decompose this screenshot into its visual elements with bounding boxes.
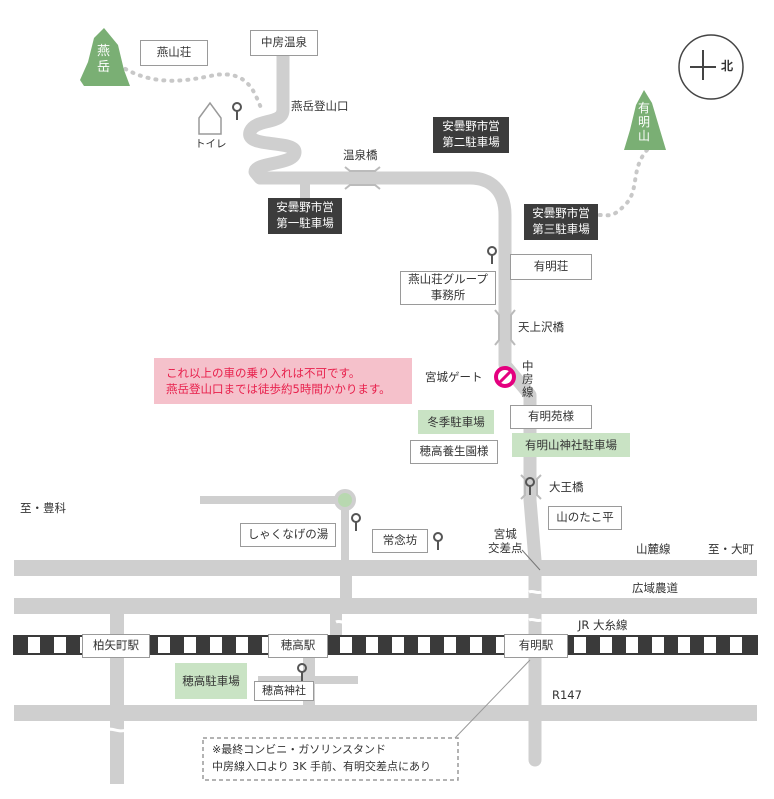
tozanguchi-label: 燕岳登山口 — [291, 99, 349, 113]
north-arrow-icon — [678, 34, 744, 100]
tsubakurodake-mountain-icon — [80, 28, 130, 86]
pin-icon — [433, 532, 443, 550]
hotaka-yoseien-box: 穂高養生園様 — [410, 440, 498, 464]
tsubakurodake-label: 燕 岳 — [97, 44, 111, 76]
hotaka-shrine-box: 穂高神社 — [254, 681, 314, 701]
tsubakurodake-trail — [110, 58, 264, 112]
winter-parking-box: 冬季駐車場 — [418, 410, 494, 434]
to-toyoshina-label: 至・豊科 — [20, 501, 66, 515]
daio-bridge-marker — [520, 474, 542, 500]
note-pointer-line — [454, 659, 531, 739]
crossing-pointer — [521, 549, 541, 571]
onsen-bashi-label: 温泉橋 — [343, 148, 378, 162]
enzanso-office-box: 燕山荘グループ 事務所 — [400, 271, 496, 305]
road-connector — [258, 676, 358, 684]
ariakeso-box: 有明荘 — [510, 254, 592, 280]
onsen-bridge-marker — [344, 166, 381, 190]
jr-oito-line-label: JR 大糸線 — [578, 618, 628, 632]
pin-icon — [525, 477, 535, 495]
daio-bashi-label: 大王橋 — [549, 480, 584, 494]
ariakeyama-trail — [596, 148, 649, 218]
shakunage-no-yu-box: しゃくなげの湯 — [240, 523, 336, 547]
hakuyacho-station-box: 柏矢町駅 — [82, 634, 150, 658]
toilet-icon — [198, 101, 222, 135]
road-connector — [340, 576, 352, 598]
no-entry-notice: これ以上の車の乗り入れは不可です。 燕岳登山口までは徒歩約5時間かかります。 — [154, 358, 412, 404]
last-store-note-box — [202, 737, 459, 781]
pin-icon — [351, 513, 361, 531]
koiki-nodo-label: 広域農道 — [632, 581, 678, 595]
parking-2-box: 安曇野市営 第二駐車場 — [433, 117, 509, 153]
miyashiro-gate-label: 宮城ゲート — [425, 370, 483, 384]
last-store-note: ※最終コンビニ・ガソリンスタンド 中房線入口より 3K 手前、有明交差点にあり — [212, 743, 431, 773]
no-entry-gate-icon — [494, 366, 516, 388]
miyashiro-crossing-label: 宮城 交差点 — [488, 527, 523, 555]
sanroku-line-label: 山麓線 — [636, 542, 671, 556]
jonenbo-box: 常念坊 — [372, 529, 428, 553]
ariakeyama-mountain-icon — [624, 90, 666, 150]
nakabusa-road — [243, 41, 542, 767]
parking-3-box: 安曇野市営 第三駐車場 — [524, 204, 598, 240]
ariakeyama-label: 有 明 山 — [638, 101, 651, 143]
nakabusa-line-label: 中 房 線 — [522, 359, 534, 400]
hotaka-station-box: 穂高駅 — [268, 634, 328, 658]
toilet-label: トイレ — [195, 138, 227, 150]
r147-label: R147 — [552, 688, 582, 702]
tenjosawa-bashi-label: 天上沢橋 — [518, 320, 564, 334]
hotaka-parking-box: 穂高駐車場 — [175, 663, 247, 699]
pin-icon — [487, 246, 497, 264]
pin-icon — [232, 102, 242, 120]
to-omachi-label: 至・大町 — [708, 542, 754, 556]
parking-1-box: 安曇野市営 第一駐車場 — [268, 198, 342, 234]
yamanotakodaira-box: 山のたこ平 — [548, 506, 622, 530]
cut-marks — [105, 589, 542, 733]
ariakeyama-shrine-parking-box: 有明山神社駐車場 — [512, 433, 630, 457]
north-label: 北 — [721, 59, 734, 73]
roundabout-icon — [334, 489, 356, 511]
sanroku-road — [14, 560, 757, 576]
enzanso-box: 燕山荘 — [140, 40, 208, 66]
tenjosawa-bridge-marker — [494, 309, 516, 346]
ariakeen-box: 有明苑様 — [510, 405, 592, 429]
koiki-road — [14, 598, 757, 614]
pin-icon — [297, 663, 307, 681]
nakabusa-onsen-box: 中房温泉 — [250, 30, 318, 56]
r147-road — [14, 705, 757, 721]
ariake-station-box: 有明駅 — [504, 634, 568, 658]
